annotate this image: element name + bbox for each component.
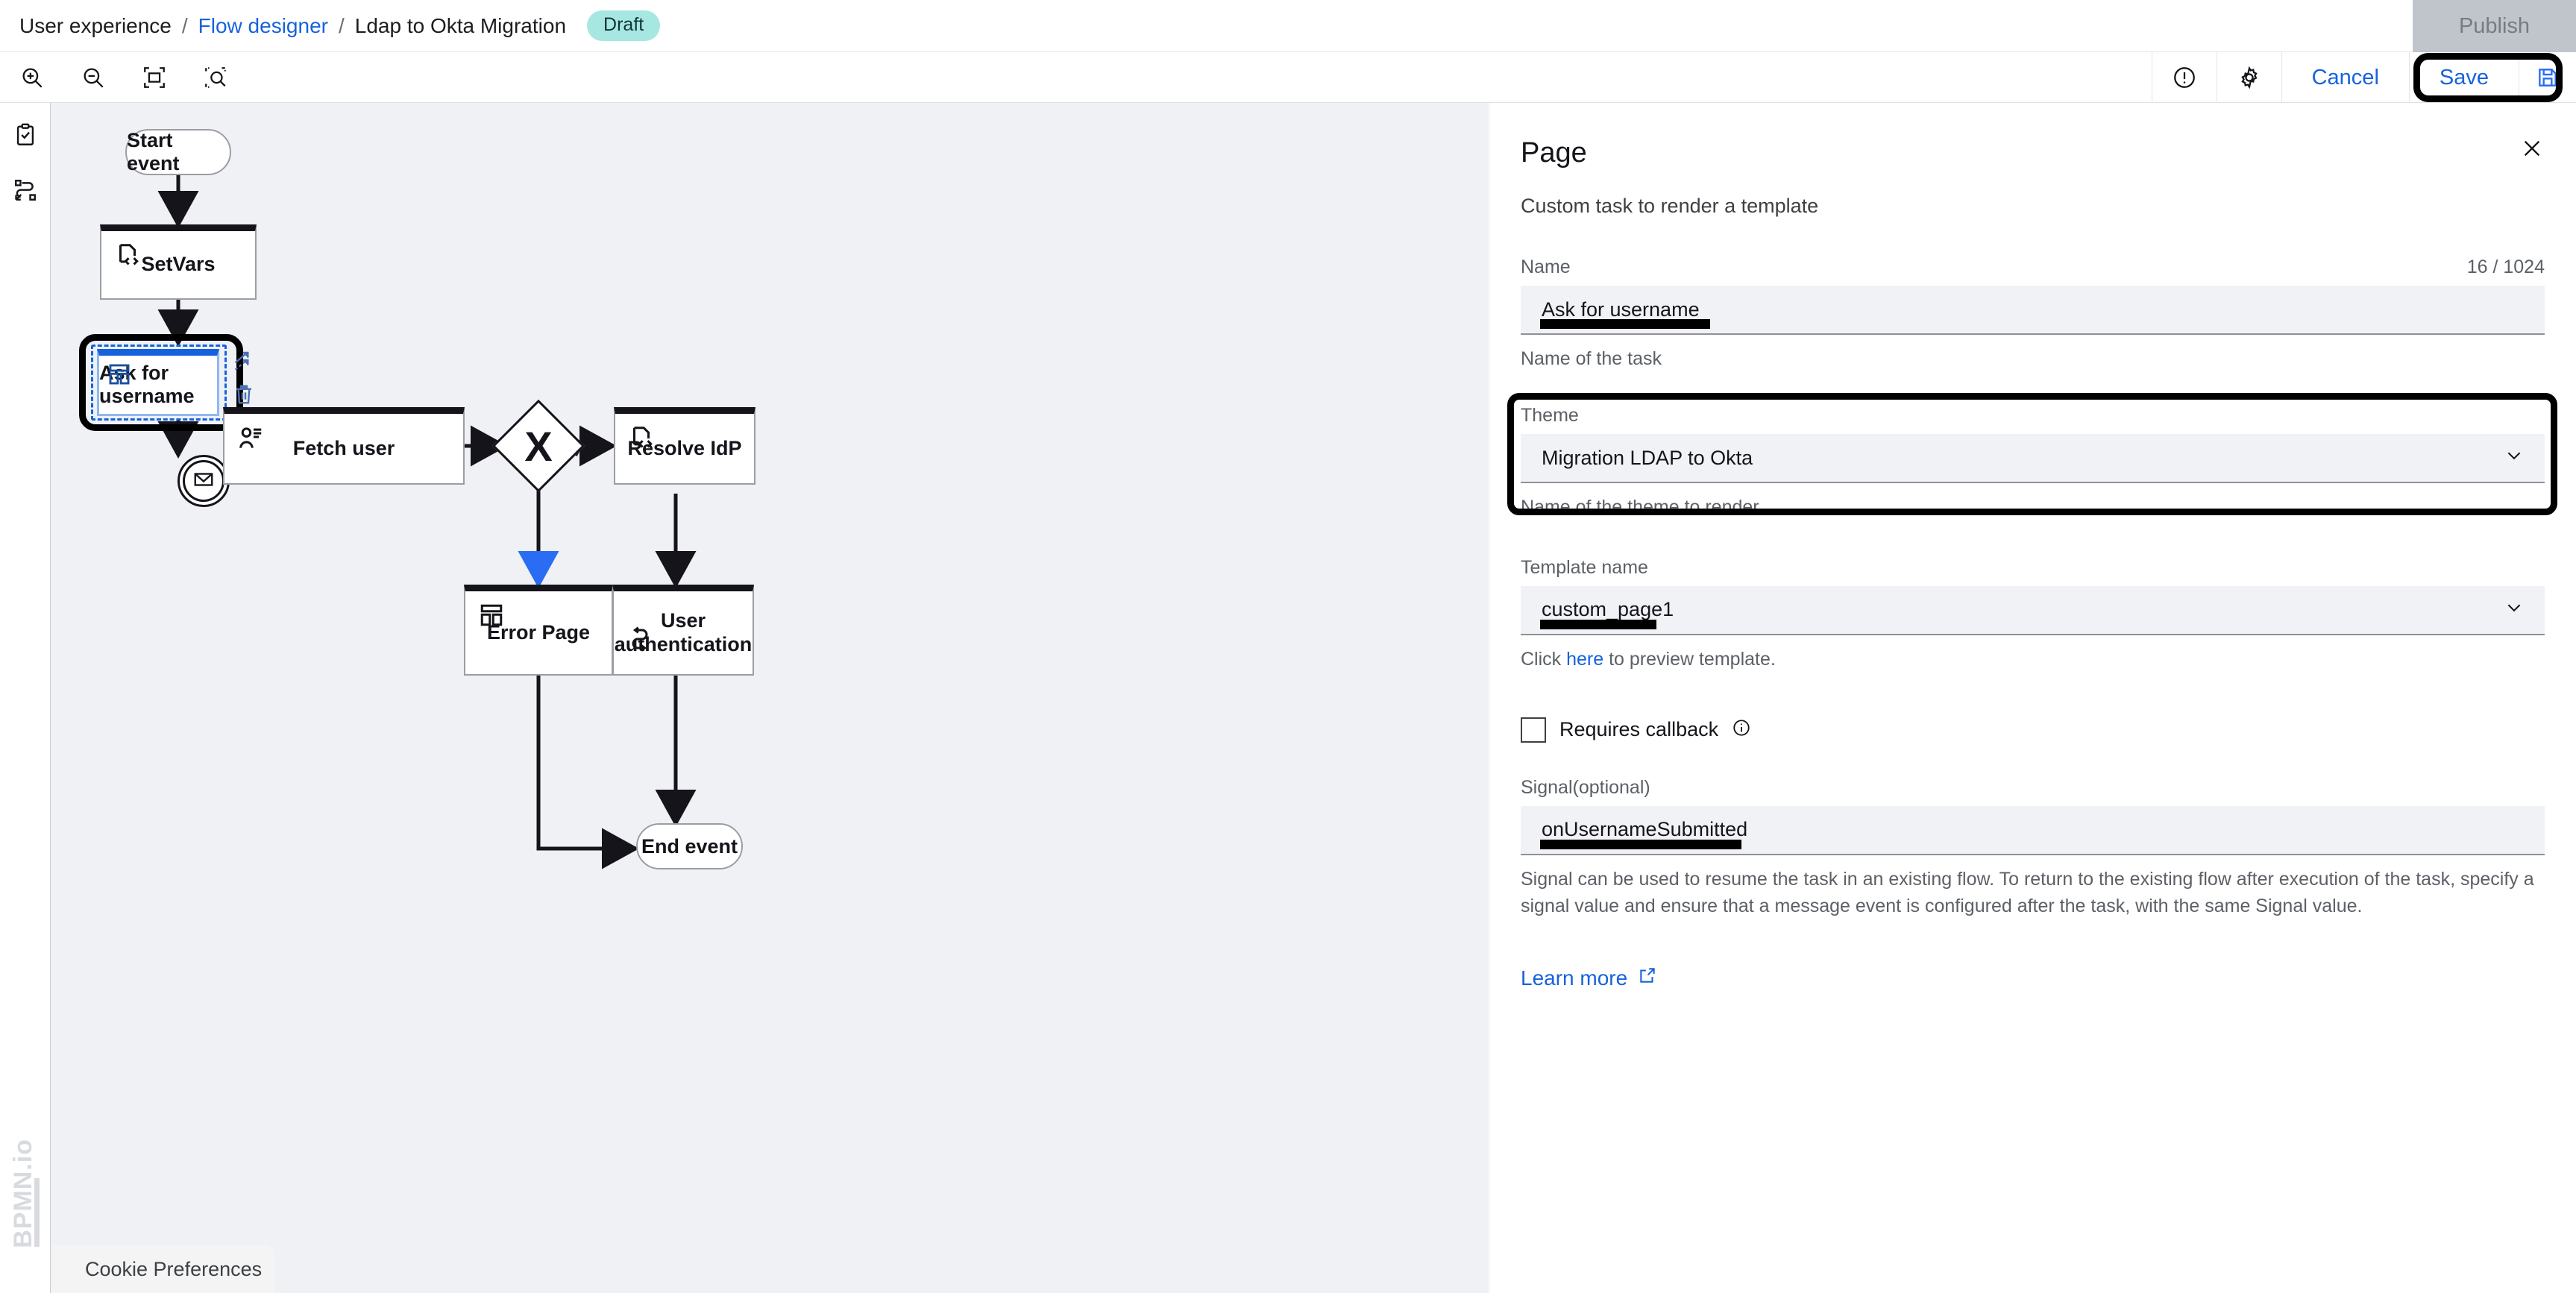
requires-callback-row: Requires callback — [1521, 717, 2545, 743]
breadcrumb-link-flow-designer[interactable]: Flow designer — [198, 13, 328, 37]
xor-gateway-icon: X — [524, 422, 553, 470]
flow-node-user-authentication[interactable]: User authentication — [612, 585, 754, 676]
cookie-preferences-button[interactable]: Cookie Preferences — [51, 1245, 274, 1293]
breadcrumb-separator-2: / — [338, 13, 345, 37]
cancel-button[interactable]: Cancel — [2281, 52, 2409, 103]
connect-arrows-icon[interactable] — [231, 349, 257, 374]
save-button[interactable]: Save — [2408, 52, 2563, 103]
signal-value-annotation-underline — [1540, 839, 1741, 849]
requires-callback-checkbox[interactable] — [1521, 717, 1546, 743]
preview-template-link[interactable]: here — [1566, 648, 1604, 670]
flow-node-setvars[interactable]: SetVars — [100, 224, 257, 300]
panel-subtitle: Custom task to render a template — [1521, 195, 1819, 217]
flow-node-message-event[interactable] — [178, 455, 230, 507]
template-help-text: Click here to preview template. — [1521, 646, 2545, 673]
signal-input-value: onUsernameSubmitted — [1542, 818, 1748, 841]
name-value-annotation-underline — [1540, 319, 1710, 329]
close-icon[interactable] — [2515, 131, 2549, 166]
name-help-text: Name of the task — [1521, 348, 1662, 369]
bpmn-watermark-bar — [34, 1178, 40, 1247]
subprocess-loop-icon — [624, 602, 656, 652]
user-profile-icon — [235, 424, 266, 456]
trash-icon[interactable] — [231, 382, 257, 407]
external-link-icon — [1638, 966, 1657, 990]
flow-node-ask-for-username[interactable]: Ask for username — [97, 349, 219, 416]
learn-more-link[interactable]: Learn more — [1521, 966, 1657, 990]
flow-node-start-event[interactable]: Start event — [125, 129, 231, 175]
canvas-zoom-tools — [0, 62, 231, 93]
zoom-to-selection-icon[interactable] — [200, 62, 231, 93]
left-rail: BPMN.io — [0, 103, 51, 1293]
theme-label: Theme — [1521, 405, 1579, 427]
name-input[interactable]: Ask for username — [1521, 286, 2545, 335]
chevron-down-icon — [2504, 597, 2524, 622]
name-field-group: Name 16 / 1024 Ask for username Name of … — [1521, 257, 2545, 372]
signal-field-group: Signal(optional) onUsernameSubmitted Sig… — [1521, 777, 2545, 920]
alert-circle-icon[interactable] — [2151, 52, 2217, 103]
template-value-annotation-underline — [1540, 619, 1656, 629]
page-title: Page — [1521, 137, 1587, 169]
template-help-prefix: Click — [1521, 648, 1567, 670]
gear-icon[interactable] — [2216, 52, 2281, 103]
signal-help-text: Signal can be used to resume the task in… — [1521, 868, 2534, 916]
status-badge: Draft — [587, 10, 661, 41]
chevron-down-icon — [2504, 446, 2524, 471]
name-char-counter: 16 / 1024 — [2466, 257, 2545, 277]
flow-node-label: End event — [641, 834, 738, 858]
flow-node-label: Start event — [127, 129, 180, 174]
signal-input[interactable]: onUsernameSubmitted — [1521, 805, 2545, 855]
flow-node-label: Error Page — [486, 620, 591, 644]
requires-callback-label: Requires callback — [1559, 718, 1719, 741]
flow-node-end-event[interactable]: End event — [636, 823, 743, 869]
signal-label: Signal(optional) — [1521, 776, 1650, 798]
template-select[interactable]: custom_page1 — [1521, 585, 2545, 635]
flow-connectors — [157, 175, 697, 869]
theme-select[interactable]: Migration LDAP to Okta — [1521, 434, 2545, 484]
flow-node-label: Resolve IdP — [627, 436, 742, 459]
template-help-suffix: to preview template. — [1603, 648, 1776, 670]
breadcrumb-separator-1: / — [181, 13, 188, 37]
flow-node-label: Fetch user — [292, 436, 395, 459]
breadcrumb: User experience / Flow designer / Ldap t… — [0, 10, 661, 41]
zoom-in-icon[interactable] — [16, 62, 48, 93]
save-button-label: Save — [2439, 65, 2489, 89]
theme-select-value: Migration LDAP to Okta — [1542, 446, 1753, 469]
template-select-value: custom_page1 — [1542, 598, 1674, 620]
flow-node-error-page[interactable]: Error Page — [464, 585, 613, 676]
flow-nodes-icon[interactable] — [10, 174, 41, 206]
breadcrumb-current: Ldap to Okta Migration — [354, 13, 567, 37]
properties-panel: Page Custom task to render a template Na… — [1489, 103, 2576, 1293]
learn-more-label: Learn more — [1521, 966, 1628, 990]
name-input-value: Ask for username — [1542, 298, 1700, 321]
zoom-out-icon[interactable] — [78, 62, 109, 93]
breadcrumb-root[interactable]: User experience — [19, 13, 172, 37]
publish-button: Publish — [2413, 0, 2576, 52]
action-bar: Cancel Save — [0, 52, 2576, 103]
template-page-icon — [107, 362, 138, 393]
script-code-icon — [626, 424, 657, 456]
floppy-disk-icon[interactable] — [2519, 52, 2576, 103]
flow-node-resolve-idp[interactable]: Resolve IdP — [614, 407, 755, 485]
breadcrumb-bar: User experience / Flow designer / Ldap t… — [0, 0, 2576, 52]
theme-help-text: Name of the theme to render — [1521, 497, 1759, 518]
info-circle-icon[interactable] — [1732, 718, 1751, 741]
action-bar-right: Cancel Save — [2151, 52, 2576, 103]
clipboard-check-icon[interactable] — [10, 119, 41, 151]
node-context-tools — [231, 349, 257, 407]
flow-canvas[interactable]: Start event SetVars Ask for username — [51, 103, 1488, 1293]
template-field-group: Template name custom_page1 Click here to… — [1521, 557, 2545, 673]
theme-field-group: Theme Migration LDAP to Okta Name of the… — [1507, 393, 2557, 520]
flow-node-label: User authentication — [614, 608, 753, 655]
flow-node-fetch-user[interactable]: Fetch user — [223, 407, 465, 485]
name-label: Name — [1521, 257, 1571, 277]
flow-node-label: SetVars — [141, 253, 216, 276]
template-label: Template name — [1521, 556, 1648, 578]
script-code-icon — [112, 242, 143, 273]
template-page-icon — [476, 602, 507, 633]
envelope-icon — [192, 468, 215, 494]
fit-to-screen-icon[interactable] — [139, 62, 170, 93]
